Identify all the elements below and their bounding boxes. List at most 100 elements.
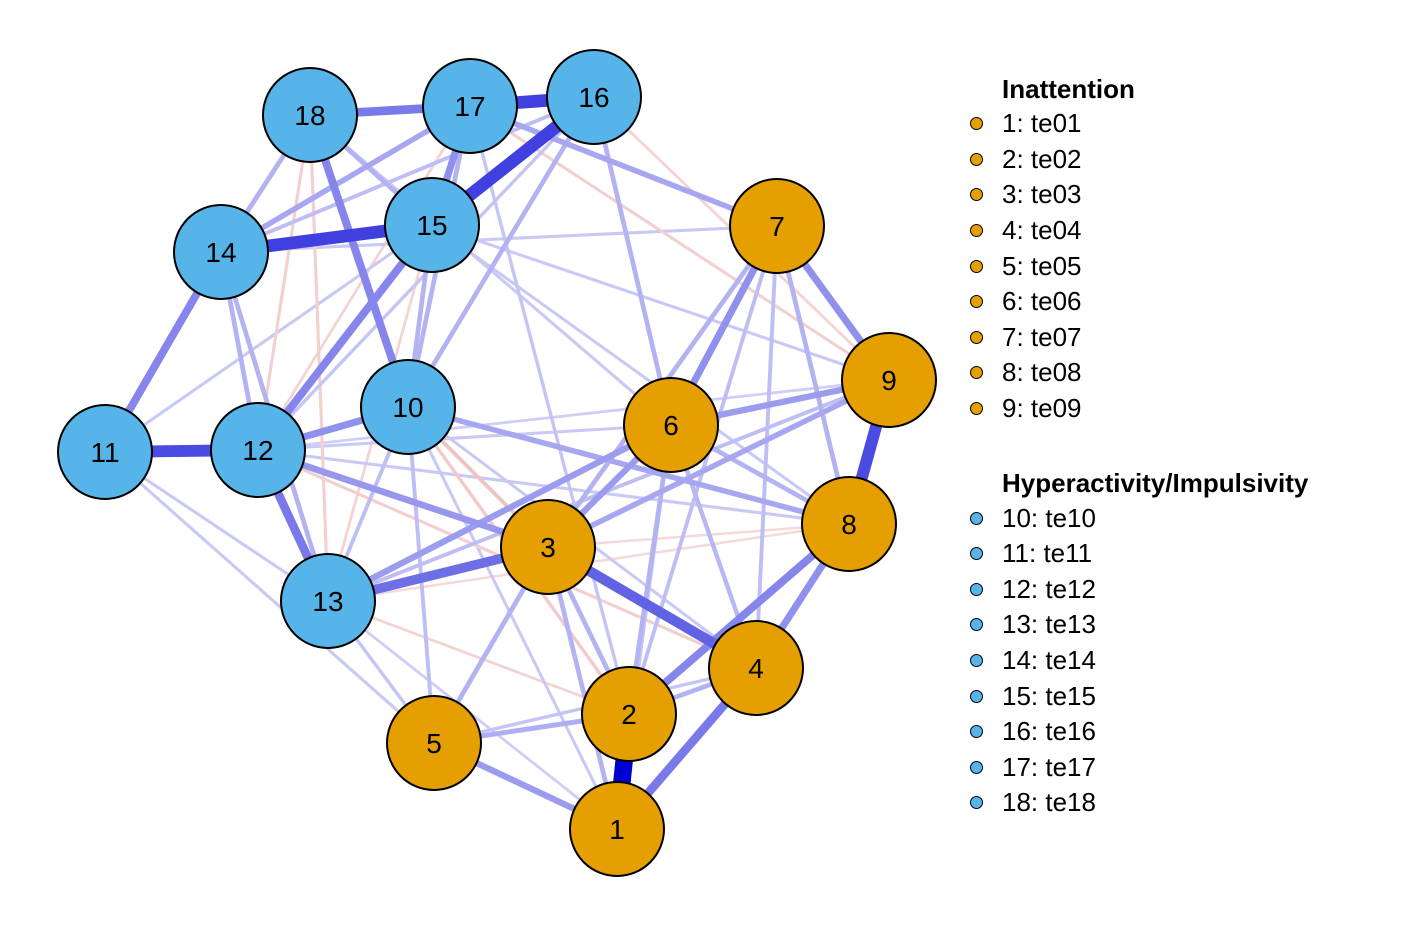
node-circle-16[interactable] xyxy=(546,49,642,145)
node-17[interactable]: 17 xyxy=(422,58,518,154)
node-1[interactable]: 1 xyxy=(569,781,665,877)
node-8[interactable]: 8 xyxy=(801,476,897,572)
legend-item: 8: te08 xyxy=(968,355,1308,391)
node-circle-11[interactable] xyxy=(57,404,153,500)
node-circle-1[interactable] xyxy=(569,781,665,877)
node-circle-7[interactable] xyxy=(729,178,825,274)
node-7[interactable]: 7 xyxy=(729,178,825,274)
legend-item: 11: te11 xyxy=(968,536,1308,572)
edge-7-17 xyxy=(468,103,779,229)
node-18[interactable]: 18 xyxy=(262,67,358,163)
node-12[interactable]: 12 xyxy=(210,402,306,498)
node-circle-2[interactable] xyxy=(581,666,677,762)
node-label-3: 3 xyxy=(540,532,556,563)
edge-3-9 xyxy=(546,377,891,550)
node-9[interactable]: 9 xyxy=(841,332,937,428)
legend-dot-icon xyxy=(970,511,983,525)
node-label-2: 2 xyxy=(621,699,637,730)
node-label-10: 10 xyxy=(392,392,423,423)
edge-3-8 xyxy=(547,522,850,549)
node-circle-13[interactable] xyxy=(280,553,376,649)
legend-item: 10: te10 xyxy=(968,500,1308,536)
legend-dot-icon xyxy=(970,725,983,739)
legend-dot-icon xyxy=(970,152,983,166)
legend-item: 7: te07 xyxy=(968,320,1308,356)
node-14[interactable]: 14 xyxy=(173,204,269,300)
legend-item: 2: te02 xyxy=(968,142,1308,178)
legend-item-label: 2: te02 xyxy=(1002,143,1082,174)
legend-item: 15: te15 xyxy=(968,678,1308,714)
node-label-4: 4 xyxy=(748,653,764,684)
legend-item-label: 8: te08 xyxy=(1002,357,1082,388)
node-label-1: 1 xyxy=(609,814,625,845)
node-11[interactable]: 11 xyxy=(57,404,153,500)
legend-item-label: 16: te16 xyxy=(1002,716,1096,747)
legend-item-label: 6: te06 xyxy=(1002,286,1082,317)
node-label-5: 5 xyxy=(426,728,442,759)
edge-17-2 xyxy=(468,105,631,715)
node-circle-9[interactable] xyxy=(841,332,937,428)
edge-7-8 xyxy=(774,225,852,525)
node-circle-8[interactable] xyxy=(801,476,897,572)
legend-item: 17: te17 xyxy=(968,750,1308,786)
node-circle-10[interactable] xyxy=(360,359,456,455)
node-3[interactable]: 3 xyxy=(500,499,596,595)
node-10[interactable]: 10 xyxy=(360,359,456,455)
node-circle-14[interactable] xyxy=(173,204,269,300)
legend-item-label: 11: te11 xyxy=(1002,538,1093,569)
edge-10-16 xyxy=(405,95,597,409)
node-label-13: 13 xyxy=(312,586,343,617)
legend-item: 6: te06 xyxy=(968,284,1308,320)
edge-16-6 xyxy=(591,96,674,426)
legend-item: 14: te14 xyxy=(968,643,1308,679)
legend-item-label: 5: te05 xyxy=(1002,250,1082,281)
legend-dot-icon xyxy=(970,582,983,596)
node-circle-15[interactable] xyxy=(384,177,480,273)
legend-dot-icon xyxy=(970,259,983,273)
node-circle-6[interactable] xyxy=(623,377,719,473)
node-label-17: 17 xyxy=(454,91,485,122)
node-circle-5[interactable] xyxy=(386,695,482,791)
node-13[interactable]: 13 xyxy=(280,553,376,649)
legend-dot-icon xyxy=(970,330,983,344)
node-circle-17[interactable] xyxy=(422,58,518,154)
legend-item-label: 4: te04 xyxy=(1002,215,1082,246)
edge-1-10 xyxy=(406,406,619,830)
edge-15-8 xyxy=(431,223,850,526)
node-circle-4[interactable] xyxy=(708,620,804,716)
node-2[interactable]: 2 xyxy=(581,666,677,762)
edge-14-16 xyxy=(220,95,595,254)
edge-3-12 xyxy=(256,446,550,551)
legend-dot-icon xyxy=(970,796,983,810)
node-label-7: 7 xyxy=(769,211,785,242)
legend-title-inattention: Inattention xyxy=(1002,74,1135,104)
node-16[interactable]: 16 xyxy=(546,49,642,145)
legend-dot-icon xyxy=(970,295,983,309)
node-circle-12[interactable] xyxy=(210,402,306,498)
node-label-9: 9 xyxy=(881,365,897,396)
legend-item-label: 15: te15 xyxy=(1002,680,1096,711)
legend-item: 5: te05 xyxy=(968,248,1308,284)
node-6[interactable]: 6 xyxy=(623,377,719,473)
legend-item: 18: te18 xyxy=(968,785,1308,821)
node-4[interactable]: 4 xyxy=(708,620,804,716)
edge-9-12 xyxy=(257,378,890,452)
edge-2-8 xyxy=(626,521,852,717)
node-circle-3[interactable] xyxy=(500,499,596,595)
legend-dot-icon xyxy=(970,760,983,774)
node-15[interactable]: 15 xyxy=(384,177,480,273)
legend-dot-icon xyxy=(970,366,983,380)
legend-item-label: 13: te13 xyxy=(1002,609,1096,640)
node-5[interactable]: 5 xyxy=(386,695,482,791)
legend-item: 3: te03 xyxy=(968,177,1308,213)
node-circle-18[interactable] xyxy=(262,67,358,163)
legend-item: 4: te04 xyxy=(968,213,1308,249)
legend-dot-icon xyxy=(970,224,983,238)
edge-6-13 xyxy=(326,422,673,604)
node-label-6: 6 xyxy=(663,410,679,441)
legend-item-label: 7: te07 xyxy=(1002,321,1082,352)
node-label-15: 15 xyxy=(416,210,447,241)
